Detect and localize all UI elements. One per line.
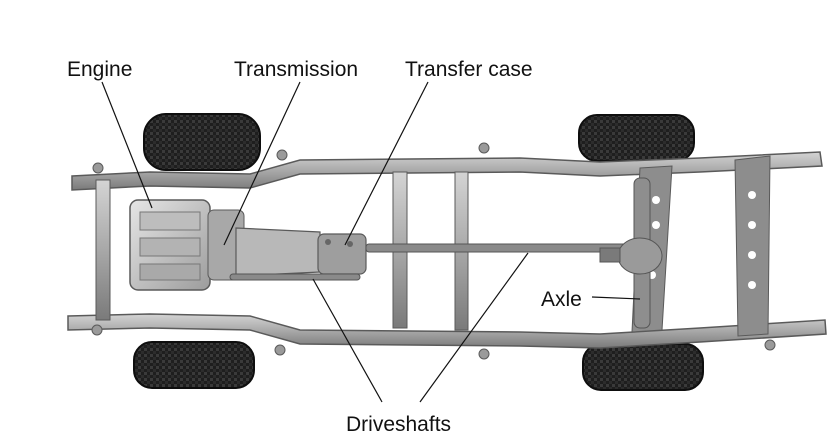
driveshafts-label: Driveshafts (346, 413, 452, 436)
rear-axle (599, 177, 663, 329)
engine-block (129, 199, 245, 291)
leader-lines (101, 81, 641, 403)
transfer-case (317, 233, 367, 275)
front-right-tire (133, 341, 255, 389)
transmission-leader (223, 81, 301, 246)
axle-leader (591, 296, 641, 300)
transfer-case-label: Transfer case (405, 58, 533, 81)
engine-leader (101, 81, 153, 209)
front-driveshaft (229, 273, 361, 281)
front-left-tire (143, 113, 261, 171)
rear-right-tire (582, 343, 704, 391)
driveshaft-rear-leader (419, 252, 529, 403)
driveshaft-front-leader (312, 278, 383, 403)
transfer-case-leader (344, 81, 429, 246)
rear-left-tire (578, 114, 695, 162)
axle-label: Axle (541, 288, 582, 311)
transmission (235, 227, 321, 277)
engine-label: Engine (67, 58, 133, 81)
transmission-label: Transmission (234, 58, 359, 81)
rear-driveshaft (365, 243, 627, 253)
